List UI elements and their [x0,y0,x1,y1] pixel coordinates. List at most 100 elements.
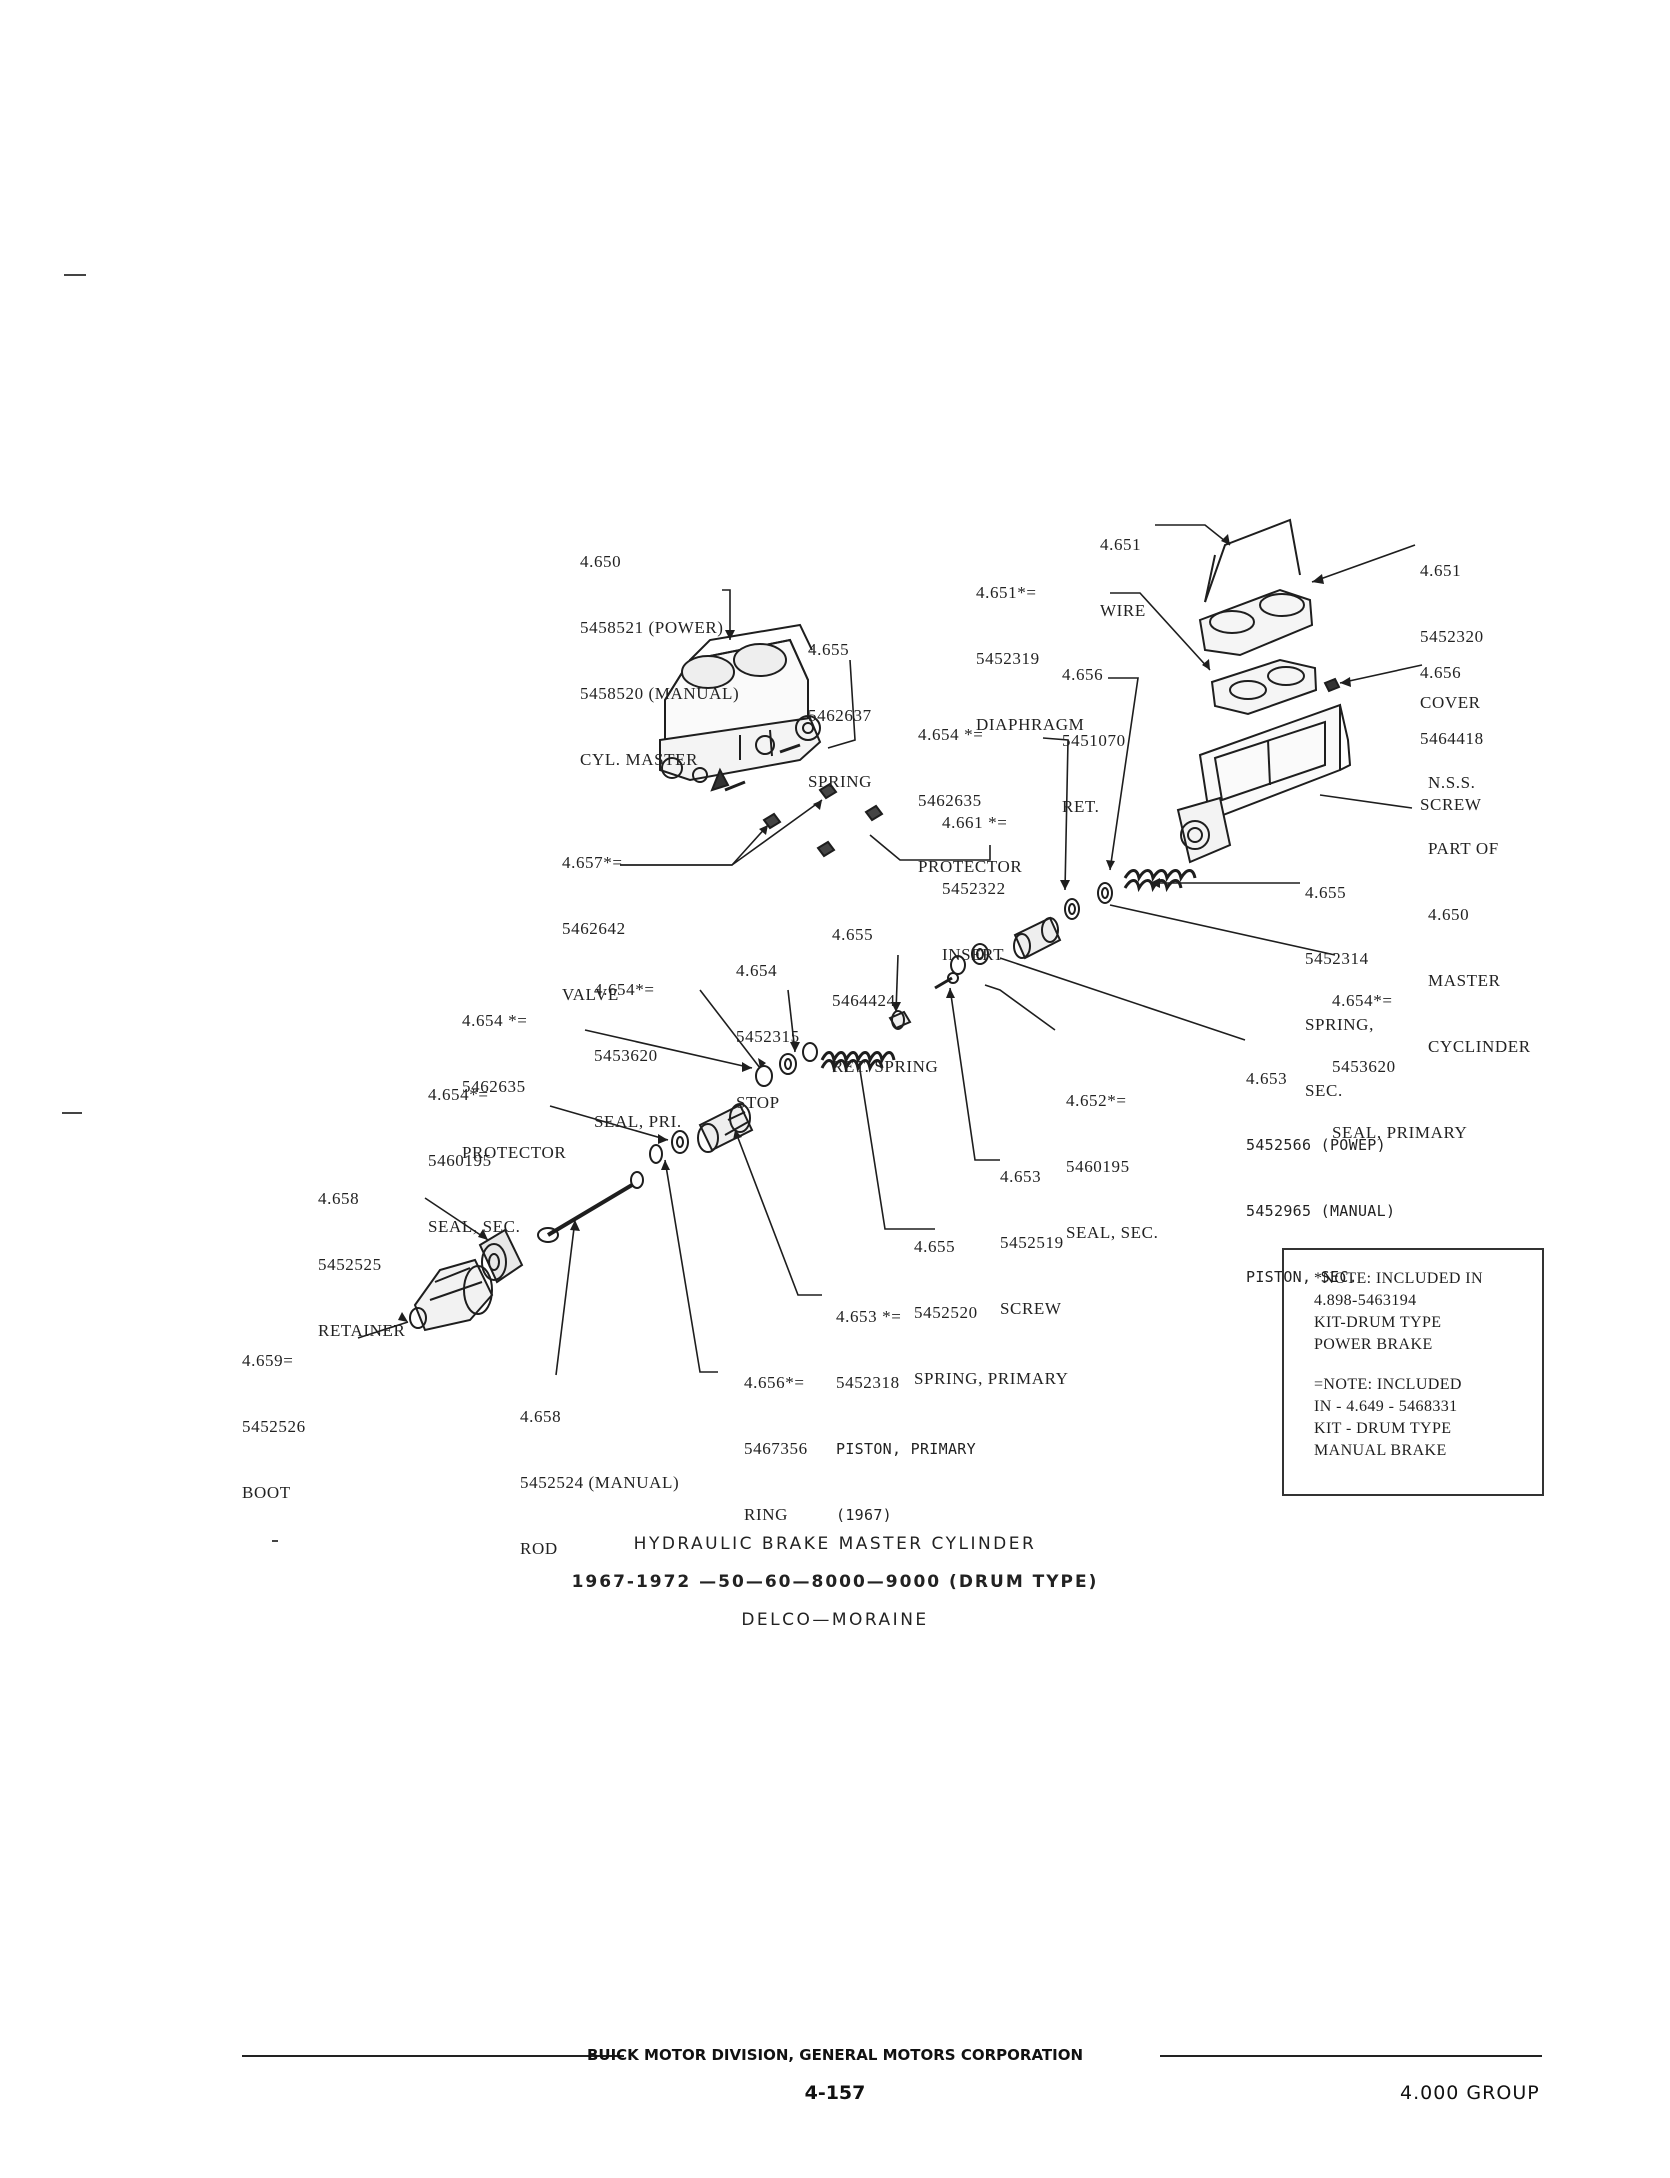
label-line: 4.653 [1000,1167,1042,1186]
label-line: 4.656 [1062,665,1104,684]
label-line: 5458521 (POWER) [580,618,724,637]
label-spring-655-top: 4.655 5462637 SPRING [808,595,872,815]
label-line: PISTON, SEC. [1246,1268,1358,1286]
label-line: 4.655 [808,640,850,659]
label-line: 5460195 [428,1151,492,1170]
label-line: 4.654*= [594,980,655,999]
label-line: 5460195 [1066,1157,1130,1176]
label-line: 5462642 [562,919,626,938]
label-line: 4.655 [832,925,874,944]
label-insert: 4.661 *= 5452322 INSERT [942,768,1007,988]
note-line: 4.898-5463194 [1314,1292,1417,1309]
label-rod: 4.658 5452524 (MANUAL) ROD [520,1362,679,1582]
label-seal-sec-right: 4.652*= 5460195 SEAL, SEC. [1066,1046,1158,1266]
label-line: 4.656 [1420,663,1462,682]
label-line: 4.658 [318,1189,360,1208]
label-line: MASTER [1428,971,1501,990]
label-line: RING [744,1505,788,1524]
label-line: 4.655 [1305,883,1347,902]
label-retainer: 4.658 5452525 RETAINER [318,1144,405,1364]
diagram-subtitle-maker: DELCO—MORAINE [741,1610,929,1630]
label-line: RET. SPRING [832,1057,939,1076]
label-wire: 4.651 WIRE [1100,490,1146,644]
label-line: 4.659= [242,1351,294,1370]
scan-specks [62,274,278,1542]
label-line: 5452525 [318,1255,382,1274]
footer-rule-left [242,2055,624,2057]
label-ring: 4.656*= 5467356 RING [744,1328,808,1548]
label-nss: N.S.S. PART OF 4.650 MASTER CYCLINDER [1428,728,1531,1080]
boot-drawing [409,1258,494,1332]
label-cyl-master: 4.650 5458521 (POWER) 5458520 (MANUAL) C… [580,507,739,793]
label-line: 4.650 [580,552,622,571]
label-ret-656: 4.656 5451070 RET. [1062,620,1126,840]
label-line: SEC. [1305,1081,1343,1100]
note-box: *NOTE: INCLUDED IN 4.898-5463194 KIT-DRU… [1282,1248,1544,1496]
valve-and-insert-parts [762,782,884,858]
label-line: RET. [1062,797,1100,816]
label-screw-653: 4.653 5452519 SCREW [1000,1122,1064,1342]
label-line: STOP [736,1093,780,1112]
secondary-piston-drawing [934,916,1062,990]
label-line: (1967) [836,1506,892,1524]
label-line: 5452566 (POWEP) [1246,1136,1386,1154]
label-line: CYCLINDER [1428,1037,1531,1056]
note-line: MANUAL BRAKE [1314,1442,1447,1459]
push-rod-drawing [537,1171,644,1243]
label-line: VALVE [562,985,619,1004]
master-cylinder-assembly-drawing [659,623,822,792]
label-line: PART OF [1428,839,1499,858]
label-line: 5464418 [1420,729,1484,748]
label-boot: 4.659= 5452526 BOOT [242,1306,306,1526]
secondary-spring-coil [1123,869,1197,893]
note-line: IN - 4.649 - 5468331 [1314,1398,1458,1415]
page-number: 4-157 [804,2082,866,2104]
label-spring-primary: 4.655 5452520 SPRING, PRIMARY [914,1192,1069,1412]
label-line: 4.654 *= [462,1011,528,1030]
label-line: COVER [1420,693,1481,712]
label-line: 5452315 [736,1027,800,1046]
label-line: 5452524 (MANUAL) [520,1473,680,1492]
primary-spring-coil [820,1010,912,1073]
footer-rule-right [1160,2055,1542,2057]
label-line: 4.651*= [976,583,1037,602]
label-line: 4.658 [520,1407,562,1426]
label-line: SEAL, PRI. [594,1112,682,1131]
label-line: INSERT [942,945,1005,964]
label-seal-sec-left: 4.654*= 5460195 SEAL, SEC. [428,1040,520,1260]
label-valve: 4.657*= 5462642 VALVE [562,808,626,1028]
label-line: PROTECTOR [462,1143,567,1162]
leader-lines [357,524,1423,1376]
cover-and-wire-drawing [1198,518,1341,716]
diagram-title: HYDRAULIC BRAKE MASTER CYLINDER [633,1534,1037,1554]
label-line: 5452519 [1000,1233,1064,1252]
leader-arrowheads [398,534,1351,1322]
retainer-drawing [478,1228,524,1284]
label-line: 5462635 [918,791,982,810]
label-line: RETAINER [318,1321,406,1340]
note-line: KIT - DRUM TYPE [1314,1420,1452,1437]
label-line: BOOT [242,1483,291,1502]
label-line: WIRE [1100,601,1146,620]
diagram-subtitle-years: 1967-1972 —50—60—8000—9000 (DRUM TYPE) [571,1572,1099,1592]
label-line: 4.656*= [744,1373,805,1392]
cylinder-body-drawing [1176,703,1352,864]
label-line: 5451070 [1062,731,1126,750]
note-line: *NOTE: INCLUDED IN [1314,1270,1483,1287]
label-line: PROTECTOR [918,857,1023,876]
primary-piston-drawing [697,1103,754,1153]
label-line: 4.651 [1420,561,1462,580]
label-line: 4.654*= [1332,991,1393,1010]
label-diaphragm: 4.651*= 5452319 DIAPHRAGM [976,538,1084,758]
label-line: 5467356 [744,1439,808,1458]
label-line: SPRING [808,772,873,791]
label-seal-pri: 4.654*= 5453620 SEAL, PRI. [594,935,682,1155]
label-line: 4.654*= [428,1085,489,1104]
label-spring-sec: 4.655 5452314 SPRING, SEC. [1305,838,1374,1124]
label-line: N.S.S. [1428,773,1476,792]
label-line: ROD [520,1539,558,1558]
label-line: SPRING, PRIMARY [914,1369,1069,1388]
label-line: 4.661 *= [942,813,1008,832]
label-line: 4.650 [1428,905,1470,924]
